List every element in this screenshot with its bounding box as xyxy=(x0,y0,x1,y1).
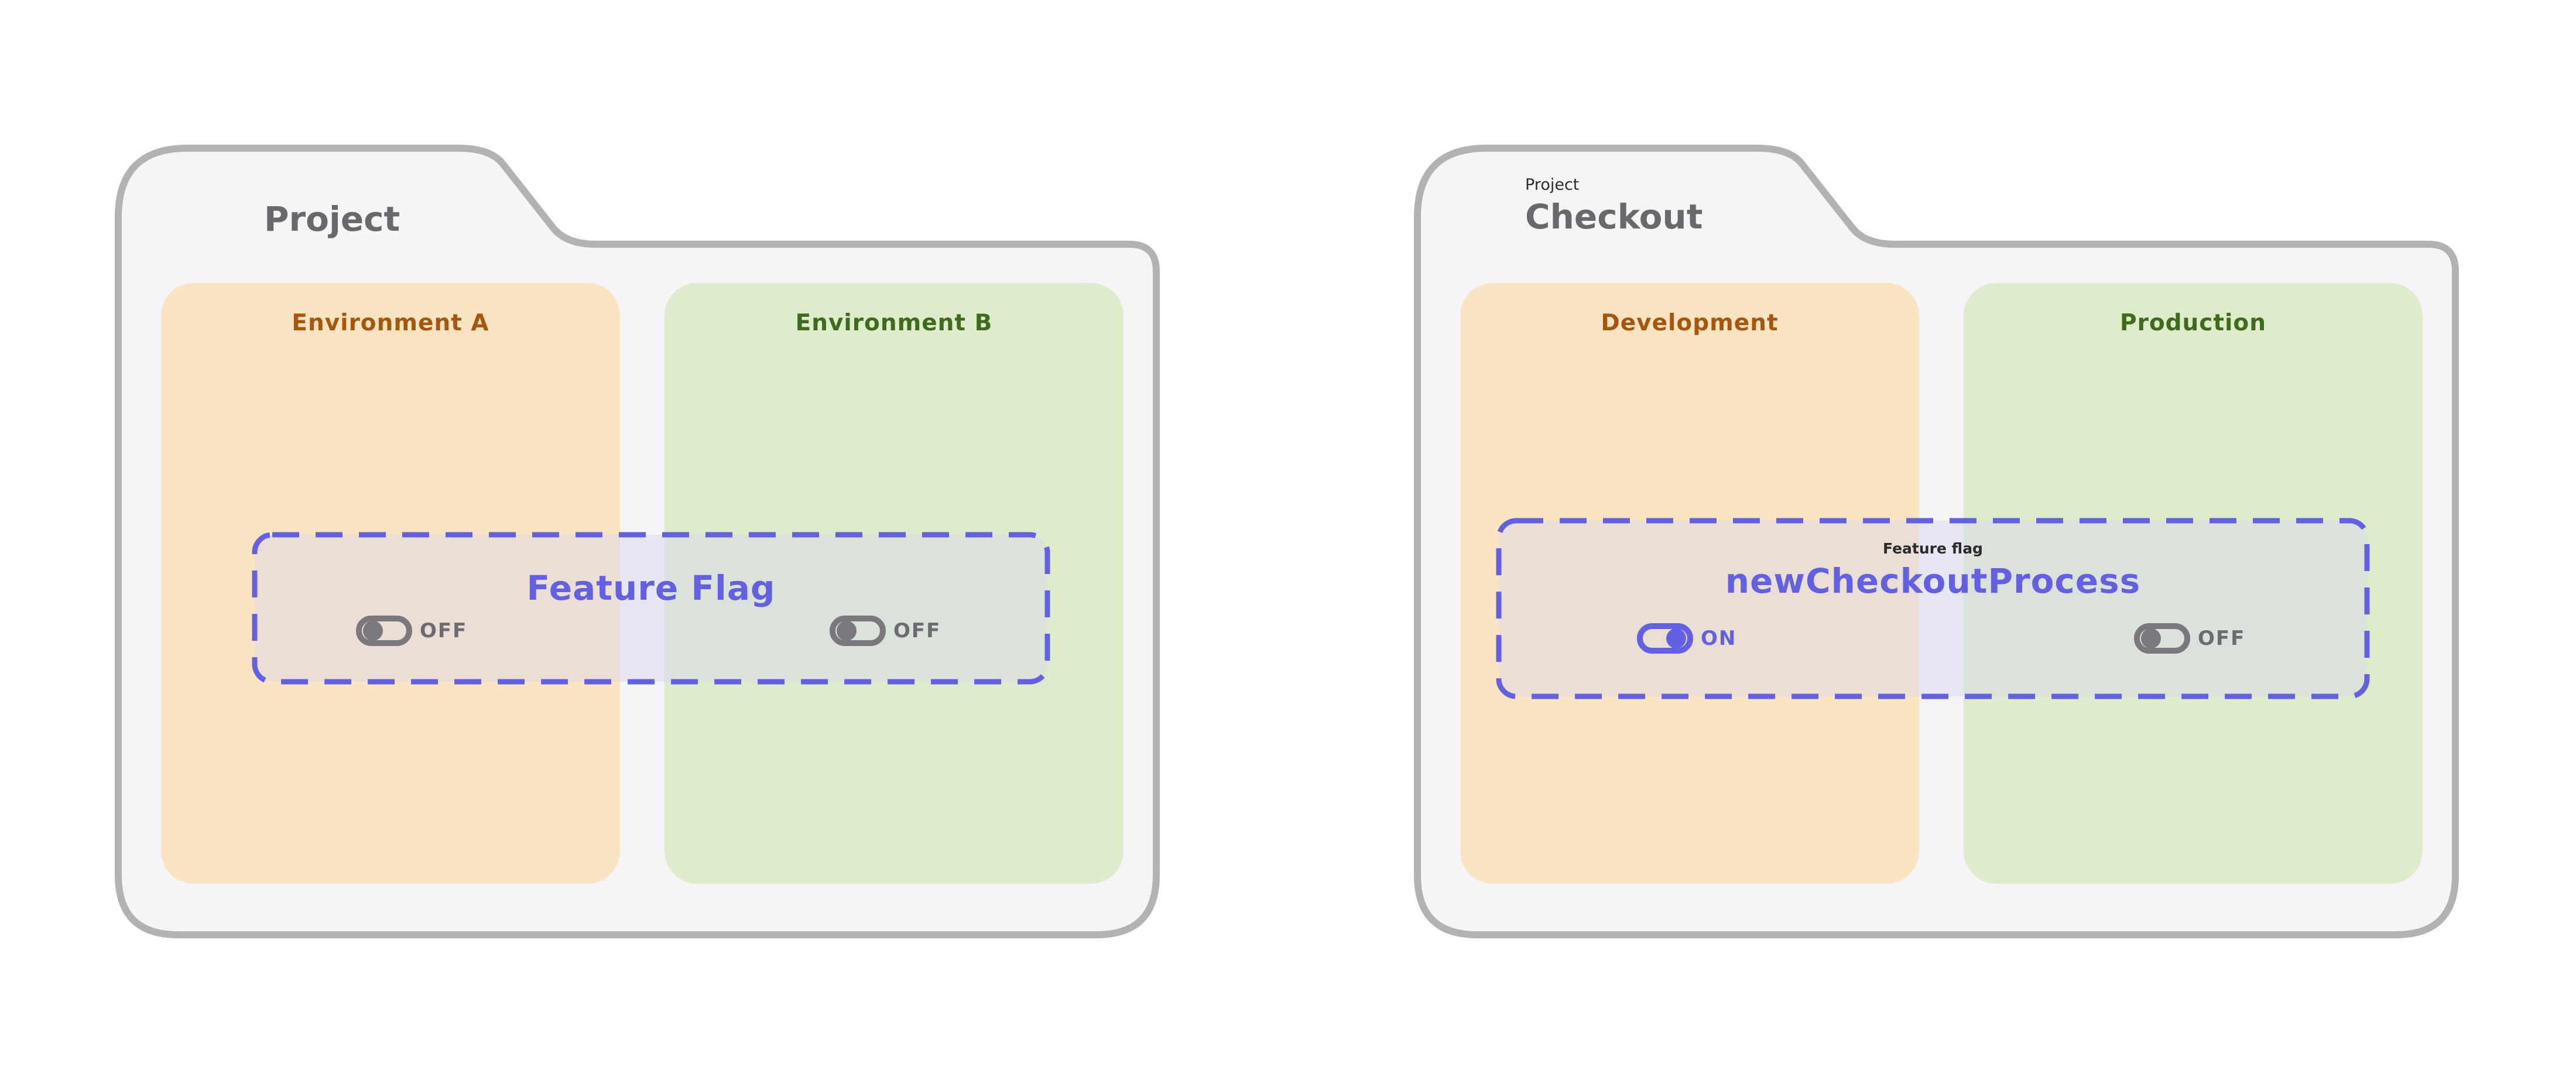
feature-flag-dashed-border xyxy=(252,532,1050,685)
toggle-knob-icon xyxy=(2141,628,2161,648)
toggle-env-a[interactable]: OFF xyxy=(356,616,467,646)
toggle-switch[interactable] xyxy=(1637,623,1693,654)
toggle-switch[interactable] xyxy=(2134,623,2190,654)
feature-flag-name: Feature Flag xyxy=(526,568,776,608)
environment-panel-a: Environment A xyxy=(161,283,620,884)
toggle-knob-icon xyxy=(1666,628,1686,648)
folder-tab-kicker: Project xyxy=(1525,176,1580,194)
toggle-switch[interactable] xyxy=(830,616,886,646)
environment-panel-b: Environment B xyxy=(664,283,1123,884)
feature-flag-box: Feature Flag OFF OFF xyxy=(252,532,1050,685)
toggle-production[interactable]: OFF xyxy=(2134,623,2245,654)
dashed-rect xyxy=(252,532,1050,685)
environment-label: Environment A xyxy=(292,310,489,336)
folder-tab-title: Checkout xyxy=(1525,197,1703,237)
feature-flag-kicker: Feature flag xyxy=(1883,540,1983,557)
toggle-state-label: OFF xyxy=(893,619,941,643)
toggle-state-label: ON xyxy=(1701,627,1737,650)
project-folder-generic: Project Environment A Environment B Feat… xyxy=(115,145,1160,938)
feature-flag-name: newCheckoutProcess xyxy=(1725,561,2141,601)
environment-label: Production xyxy=(2120,310,2266,336)
environment-label: Development xyxy=(1601,310,1779,336)
feature-flag-box: Feature flag newCheckoutProcess ON OFF xyxy=(1496,518,2370,699)
folder-tab-title: Project xyxy=(264,199,400,239)
environment-label: Environment B xyxy=(795,310,993,336)
environment-panel-development: Development xyxy=(1460,283,1919,884)
toggle-knob-icon xyxy=(363,621,383,641)
toggle-development[interactable]: ON xyxy=(1637,623,1736,654)
project-folder-checkout: Project Checkout Development Production … xyxy=(1414,145,2459,938)
toggle-state-label: OFF xyxy=(420,619,468,643)
toggle-switch[interactable] xyxy=(356,616,412,646)
toggle-knob-icon xyxy=(837,621,857,641)
toggle-env-b[interactable]: OFF xyxy=(830,616,941,646)
toggle-state-label: OFF xyxy=(2198,627,2246,650)
environment-panel-production: Production xyxy=(1964,283,2423,884)
